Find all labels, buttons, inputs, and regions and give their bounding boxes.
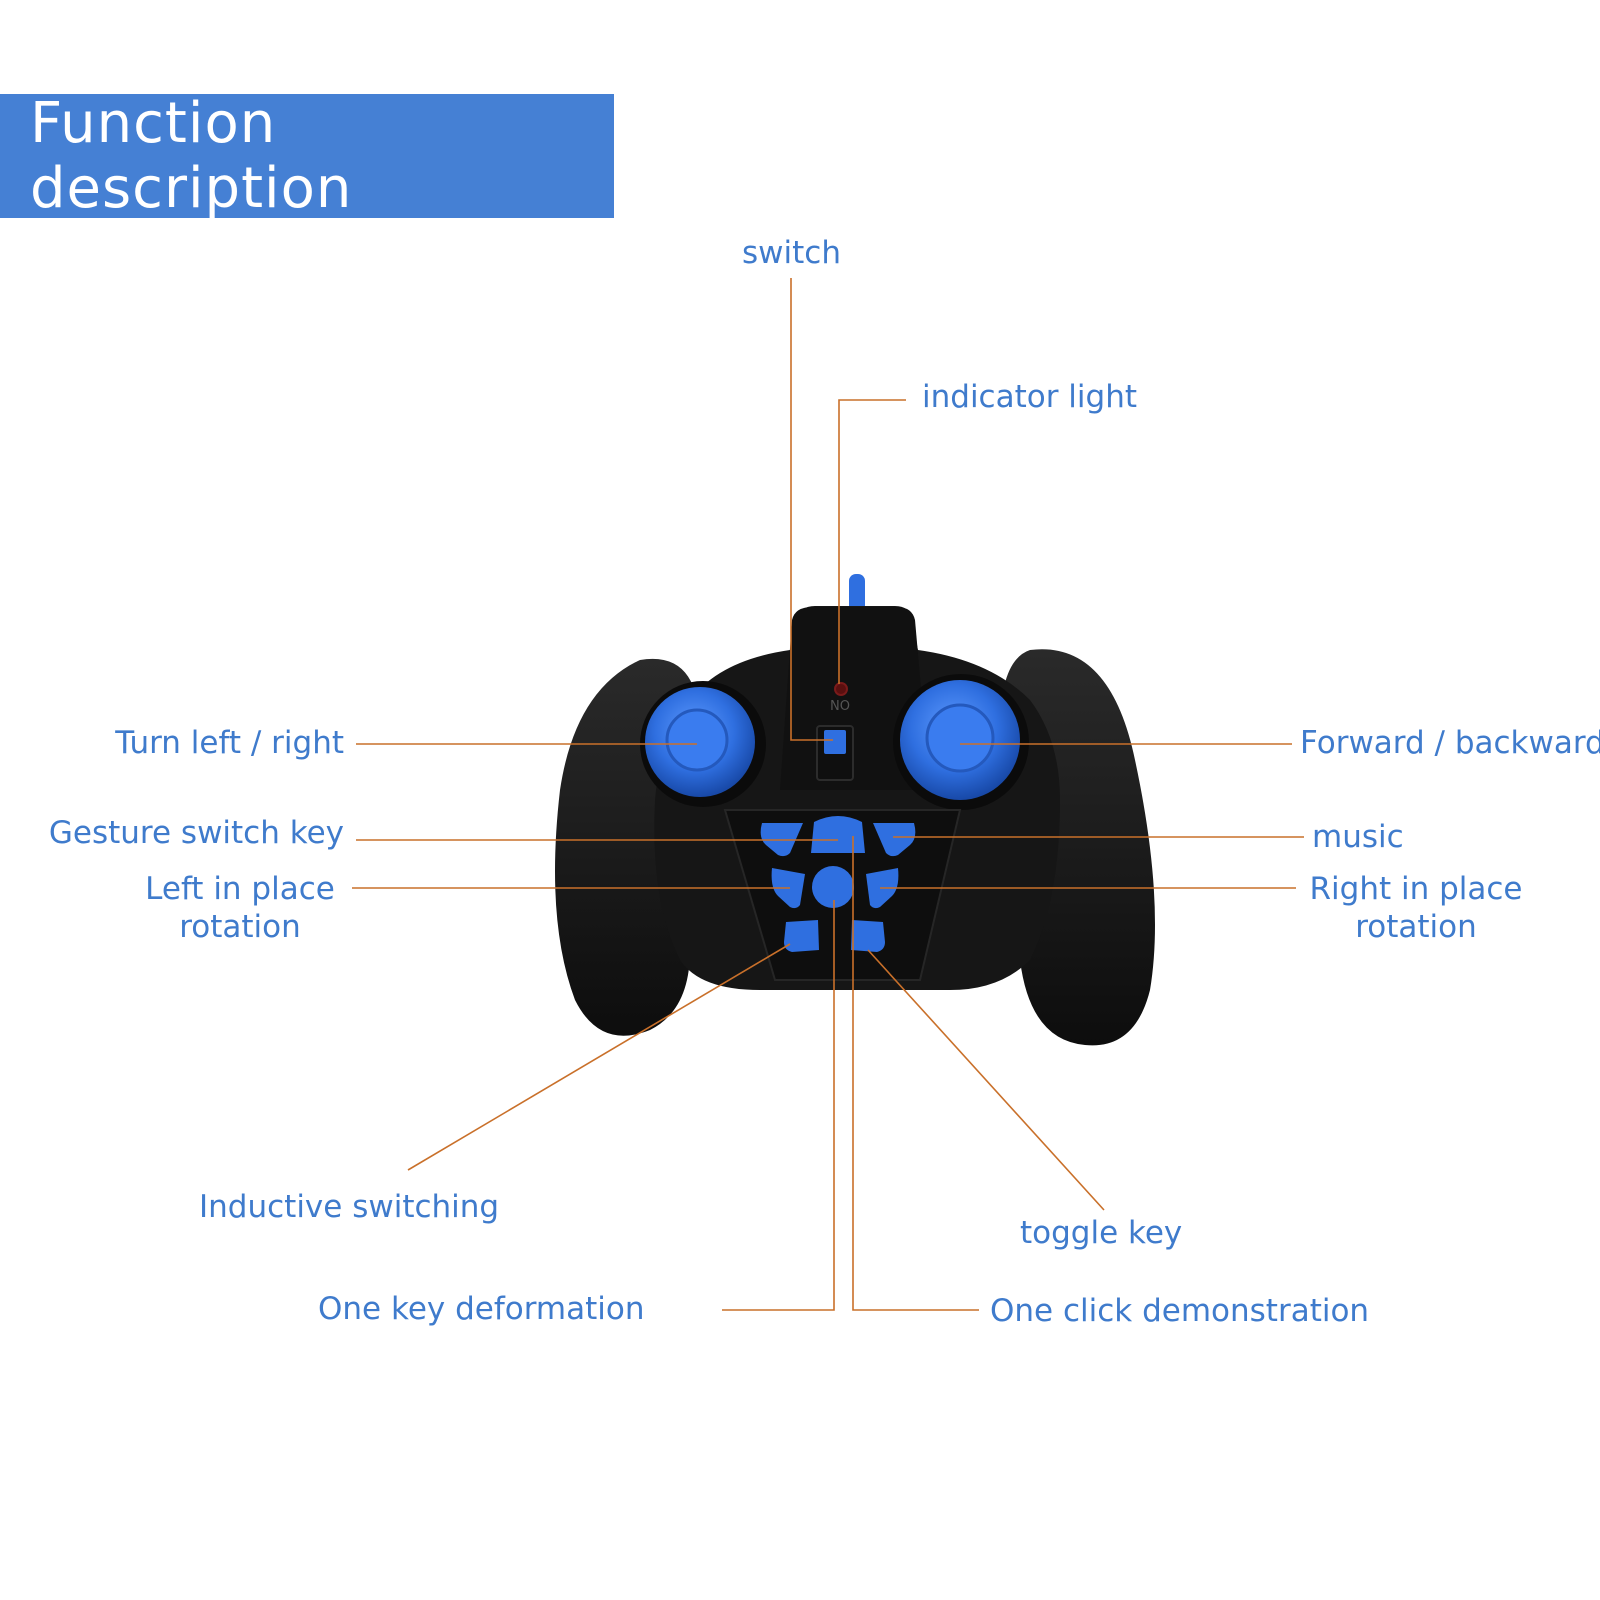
leader-indicator-light [838,399,906,684]
music-button [873,823,916,857]
label-one-key-deformation: One key deformation [318,1291,645,1327]
leader-one-click-demo [852,836,979,1311]
title-banner: Function description [0,91,614,221]
label-switch: switch [742,235,841,271]
indicator-led [834,682,848,696]
power-switch-slider [824,730,846,754]
label-left-in-place-rotation: Left in place rotation [145,871,335,945]
leader-toggle-key [867,949,1105,1211]
label-inductive-switching: Inductive switching [199,1189,500,1225]
label-turn-left-right: Turn left / right [115,725,344,761]
toggle-button [851,920,885,952]
label-forward-backward: Forward / backward [1300,725,1600,761]
label-gesture-switch-key: Gesture switch key [48,815,344,851]
banner-title: Function description [30,91,353,221]
left-joystick-cap [665,708,729,772]
one-key-deformation-button [812,866,854,908]
leader-switch [790,278,833,741]
switch-marking: ON [830,696,850,711]
label-indicator-light: indicator light [922,379,1138,415]
leader-one-key-deformation [722,900,835,1311]
inductive-switch-button [784,920,819,952]
leader-inductive-switching [407,943,791,1171]
remote-controller: ON [555,574,1155,1046]
label-one-click-demonstration: One click demonstration [990,1293,1370,1329]
label-right-in-place-rotation: Right in place rotation [1309,871,1523,945]
leader-lines [352,278,1304,1311]
label-music: music [1312,819,1404,855]
label-toggle-key: toggle key [1020,1215,1183,1251]
antenna [849,574,865,616]
one-click-demo-button [811,816,865,853]
right-joystick-cap [925,703,995,773]
